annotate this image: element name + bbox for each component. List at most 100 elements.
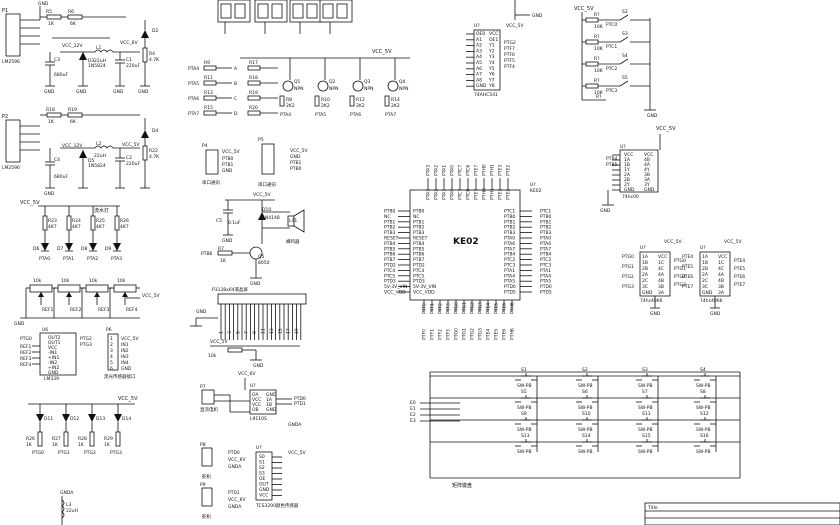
resistor-value: 4K7 — [120, 224, 129, 230]
svg-text:C1: C1 — [126, 57, 132, 63]
pot-ref: REF1 — [42, 307, 54, 313]
net-label: PTA6 — [188, 96, 199, 102]
pot-value: 10k — [117, 278, 126, 284]
mcu-pin: PTC3 — [504, 263, 515, 269]
mcu-pin: PTE3 — [498, 189, 504, 200]
key-ref: S6 — [582, 389, 588, 395]
resistor — [585, 39, 599, 45]
seven-segment-displays — [217, 0, 353, 34]
ic-pin: Y4 — [488, 60, 495, 66]
transistor-icon — [282, 80, 294, 92]
resistor — [42, 215, 48, 231]
svg-text:GND: GND — [222, 238, 233, 244]
ic-pin: Y6 — [488, 72, 495, 78]
ic-pin: +IN2 — [48, 365, 59, 371]
ic-pin: GND — [624, 187, 635, 193]
svg-text:U?: U? — [474, 23, 480, 29]
svg-text:1N5824: 1N5824 — [88, 163, 106, 169]
mcu-pin: PTF1 — [430, 303, 436, 314]
pot-value: 10k — [61, 278, 70, 284]
ic-pin: 3C — [642, 284, 648, 290]
servo-connectors: P8 舵机 PTD0 VCC_6V GNDA P9 舵机 PTD1 VCC_6V… — [200, 442, 246, 520]
net-label: REF3 — [20, 356, 32, 362]
key-part: SW-PB — [517, 427, 532, 433]
svg-text:GNDA: GNDA — [228, 504, 242, 510]
svg-text:GND: GND — [222, 168, 233, 174]
mcu-pin: PTH1 — [490, 188, 496, 200]
svg-text:VCC_5V: VCC_5V — [656, 126, 676, 132]
connector-p1 — [5, 13, 21, 57]
regulator-1: P1 LM2596 GND R5 R6 1K 6K VCC_12V VCC_6V… — [2, 1, 160, 95]
svg-text:R7: R7 — [218, 246, 224, 252]
svg-text:220uF: 220uF — [126, 161, 140, 167]
pot-ref: REF2 — [70, 307, 82, 313]
net-label: PTA4 — [540, 273, 551, 279]
pin-number: 4 — [110, 354, 113, 360]
resistor-ref: R19 — [249, 90, 258, 96]
digit-segment — [257, 3, 269, 19]
led-icon — [114, 414, 122, 422]
resistor-ref: R15 — [204, 105, 213, 111]
resistor — [142, 47, 148, 63]
resistor-ref: R24 — [72, 218, 81, 224]
ic-pin: S1 — [259, 460, 265, 466]
net-label: PTF7 — [504, 46, 515, 52]
net-label: VCC_5V — [724, 239, 742, 245]
ic-pin: 1B — [624, 162, 630, 168]
mcu-pin: PTE4 — [486, 303, 492, 314]
net-label: PTG0 — [20, 336, 32, 342]
key-part: SW-PB — [578, 427, 593, 433]
mcu-pin: PTB5 — [413, 246, 425, 252]
ic-pin: OE — [259, 476, 266, 482]
svg-text:L1: L1 — [96, 45, 102, 51]
serial-connector: P4 串口通讯 VCC_5V PTB0 PTB1 GND P5 串口通讯 VCC… — [202, 137, 308, 188]
resistor-ref: R14 — [391, 97, 400, 103]
net-label: PTG3 — [110, 450, 122, 456]
key-ref: S3 — [642, 367, 648, 373]
mcu-pin: PTB4 — [413, 241, 425, 247]
net-label: PTC4 — [384, 268, 395, 274]
net-label: PTC5 — [384, 273, 395, 279]
transistor-ref: Q1 — [294, 79, 301, 85]
ic-pin: Y8 — [488, 83, 495, 89]
net-label: IN3 — [121, 354, 129, 360]
digit-segment — [220, 3, 232, 19]
svg-text:TCS3200颜色传感器: TCS3200颜色传感器 — [255, 502, 299, 509]
svg-text:GND: GND — [290, 154, 301, 160]
ic-pin: 1C — [658, 260, 664, 266]
ic-pin: 3B — [718, 284, 724, 290]
net-label: PTF4 — [504, 64, 515, 70]
svg-text:680uF: 680uF — [54, 174, 68, 180]
ic-pin: 1A — [702, 254, 709, 260]
net-label: PTG0 — [674, 258, 686, 264]
resistor — [46, 14, 62, 20]
ic-pin: VCC — [718, 254, 727, 260]
key-ref: S15 — [642, 433, 651, 439]
resistor-ref: R13 — [204, 90, 213, 96]
net-label: PTA1 — [442, 165, 448, 176]
net-label: PTF2 — [438, 329, 444, 340]
ic-pin: 1A — [624, 157, 631, 163]
mcu-name: KE02 — [453, 237, 479, 247]
ic-pin: S3 — [259, 471, 265, 477]
svg-text:U?: U? — [256, 445, 262, 451]
ic-pin: -IN2 — [48, 360, 57, 366]
net-label: PTB2 — [384, 225, 396, 231]
net-label: PTD5 — [540, 290, 552, 296]
resistor — [247, 110, 261, 116]
mcu-pin: PTB1 — [504, 219, 516, 225]
mcu-pin: PTA5 — [504, 279, 515, 285]
switch-lever — [619, 14, 629, 21]
svg-text:VCC_5V: VCC_5V — [118, 396, 138, 402]
svg-text:D5: D5 — [88, 158, 94, 164]
ic-pin: 4B — [718, 278, 724, 284]
svg-text:PTD0: PTD0 — [228, 450, 240, 456]
mcu-pin: PTB1 — [413, 219, 425, 225]
mcu-pin: PTB0 — [504, 214, 516, 220]
svg-text:6K: 6K — [70, 119, 77, 125]
led-icon — [62, 414, 70, 422]
resistor-ref: R? — [594, 78, 600, 84]
switch-lever — [619, 36, 629, 43]
svg-text:P5: P5 — [258, 137, 264, 143]
ic-pin: 1C — [718, 260, 724, 266]
